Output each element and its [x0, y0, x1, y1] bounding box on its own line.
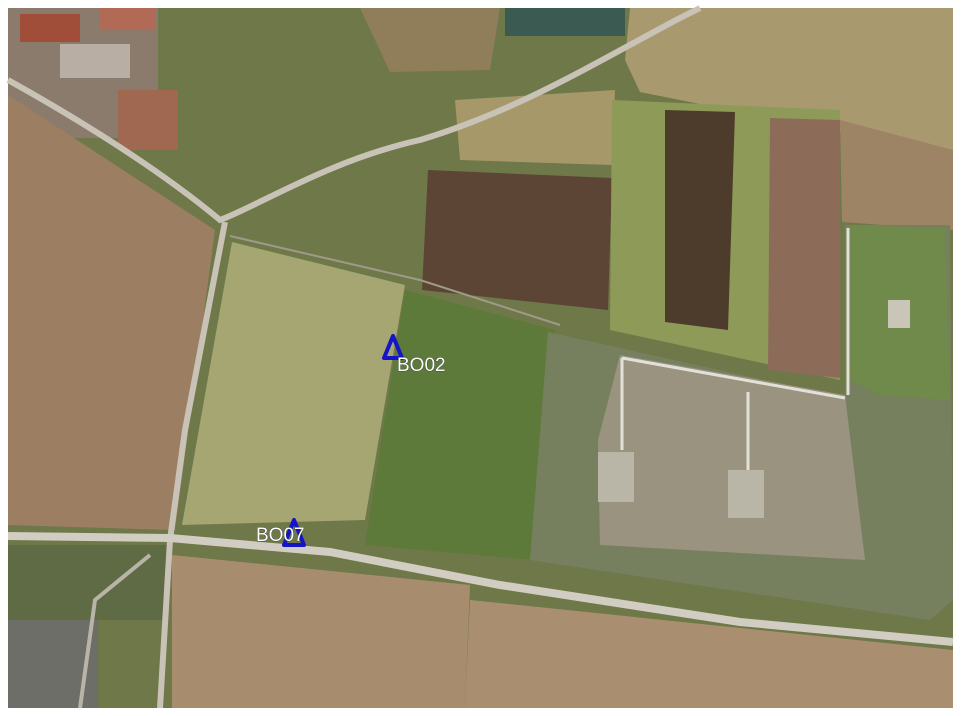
- marker-bo02[interactable]: BO02: [382, 334, 446, 376]
- triangle-icon[interactable]: [382, 334, 404, 360]
- map-imagery: [6, 5, 954, 709]
- marker-bo07[interactable]: BO07: [256, 518, 306, 547]
- marker-label-bo07: BO07: [256, 525, 305, 546]
- marker-label-bo02: BO02: [397, 355, 446, 376]
- triangle-icon[interactable]: [282, 518, 306, 547]
